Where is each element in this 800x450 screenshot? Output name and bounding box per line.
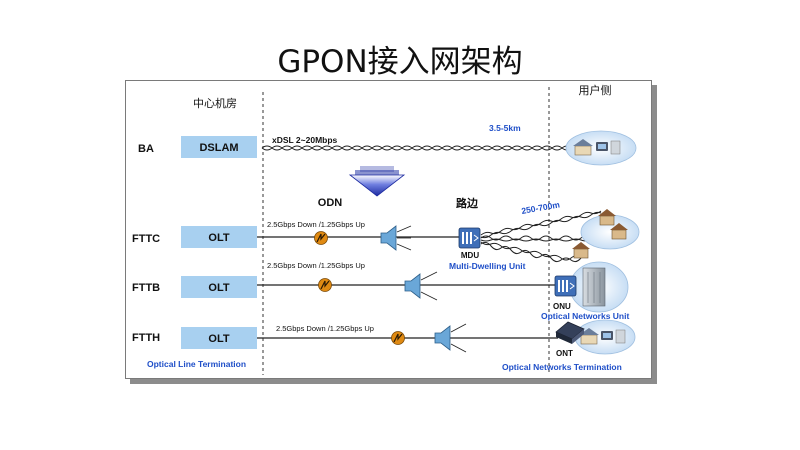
ftth-splice-icon (391, 331, 405, 345)
onu-building-icon (569, 261, 629, 313)
fttc-splitter-icon (380, 225, 412, 251)
ftth-link-label: 2.5Gbps Down /1.25Gbps Up (276, 324, 374, 333)
fttb-splice-icon (318, 278, 332, 292)
fttc-copper-twisted-pairs (480, 210, 602, 263)
onu-caption: Optical Networks Unit (541, 311, 629, 321)
dslam-box (181, 136, 257, 158)
ont-caption: Optical Networks Termination (502, 362, 622, 372)
ont-label: ONT (556, 349, 573, 358)
header-user-side: 用户侧 (579, 83, 612, 97)
fttc-olt-box (181, 226, 257, 248)
header-odn: ODN (318, 197, 343, 209)
mdu-label: MDU (461, 251, 479, 260)
slide-title: GPON接入网架构 (277, 44, 523, 80)
dslam-label: DSLAM (199, 142, 238, 154)
ont-icon (555, 321, 585, 344)
ftth-olt-box (181, 327, 257, 349)
fttc-distance-label: 250-700m (521, 199, 561, 216)
fttb-olt-label: OLT (208, 282, 229, 294)
fttc-link-label: 2.5Gbps Down /1.25Gbps Up (267, 220, 365, 229)
fttc-splice-icon (314, 231, 328, 245)
row-label-fttc: FTTC (132, 233, 160, 245)
fttc-houses-icon (572, 209, 640, 259)
row-label-ftth: FTTH (132, 332, 160, 344)
fttb-olt-box (181, 276, 257, 298)
header-roadside: 路边 (456, 196, 479, 210)
header-central-office: 中心机房 (193, 96, 237, 110)
odn-arrow-icon (348, 166, 406, 197)
ba-house-icon (565, 130, 637, 166)
fttb-link-label: 2.5Gbps Down /1.25Gbps Up (267, 261, 365, 270)
ba-distance-label: 3.5-5km (489, 123, 521, 133)
ba-link-label: xDSL 2~20Mbps (272, 135, 338, 145)
ba-copper-twisted-pair (261, 145, 573, 151)
ftth-splitter-icon (434, 323, 467, 353)
mdu-caption: Multi-Dwelling Unit (449, 261, 526, 271)
fttb-splitter-icon (404, 271, 438, 301)
ftth-olt-label: OLT (208, 333, 229, 345)
fttc-olt-label: OLT (208, 232, 229, 244)
onu-label: ONU (553, 302, 571, 311)
row-label-ba: BA (138, 143, 154, 155)
row-label-fttb: FTTB (132, 282, 160, 294)
onu-icon (554, 275, 577, 297)
ft th-house-icon (574, 319, 636, 355)
mdu-icon (458, 227, 481, 249)
olt-caption: Optical Line Termination (147, 359, 246, 369)
